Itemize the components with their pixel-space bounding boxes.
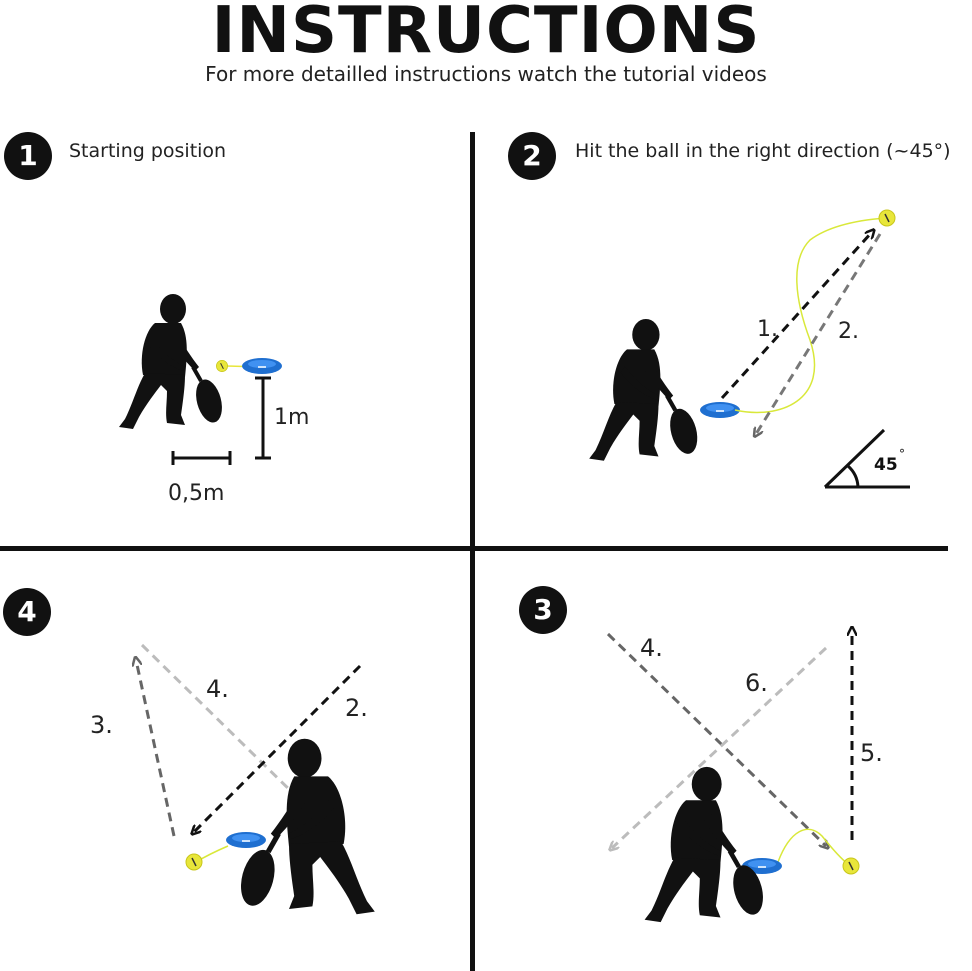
arrow-2-label: 2.: [838, 319, 859, 344]
step-2-diagram: 1. 2. 45 °: [589, 209, 910, 489]
step-1-diagram: 1m 0,5m: [117, 292, 309, 506]
arrow-4-label: 4.: [206, 675, 229, 703]
step-4-diagram: 4. 2. 3.: [90, 643, 375, 915]
height-label: 1m: [274, 405, 309, 430]
vertical-divider: [470, 132, 475, 971]
arrow-3-label: 3.: [90, 711, 113, 739]
arrow-5-label: 5.: [860, 739, 883, 767]
step-3-diagram: 4. 6. 5.: [606, 630, 883, 922]
ball-icon: [185, 853, 203, 871]
distance-label: 0,5m: [168, 481, 224, 506]
arrow-6-label: 6.: [745, 669, 768, 697]
arrow-4: [606, 632, 826, 846]
ball-icon: [215, 359, 229, 373]
training-base-icon: [699, 401, 741, 419]
horizontal-divider: [0, 546, 948, 551]
step-1-label: Starting position: [69, 140, 227, 162]
arrow-4: [140, 643, 302, 802]
arrow-4-label: 4.: [640, 634, 663, 662]
page-title: INSTRUCTIONS: [211, 0, 761, 68]
player-silhouette-icon: [645, 767, 768, 922]
arrow-2: [756, 233, 882, 434]
arrow-2: [194, 664, 362, 832]
training-base-icon: [241, 357, 283, 375]
angle-45-icon: 45 °: [823, 428, 910, 489]
step-2-badge: 2: [508, 132, 556, 180]
step-3-badge: 3: [519, 586, 567, 634]
arrow-2-label: 2.: [345, 694, 368, 722]
player-silhouette-icon: [235, 739, 374, 915]
step-4-badge: 4: [3, 588, 51, 636]
arrow-1: [720, 232, 872, 400]
step-1-badge: 1: [4, 132, 52, 180]
ball-icon: [878, 209, 896, 227]
player-silhouette-icon: [589, 319, 702, 461]
arrow-6: [612, 646, 828, 848]
angle-label: 45: [874, 455, 898, 475]
training-base-icon: [225, 831, 267, 849]
step-2-label: Hit the ball in the right direction (~45…: [575, 140, 951, 162]
arrow-1-label: 1.: [757, 317, 778, 342]
angle-degree-mark: °: [899, 447, 905, 461]
page-subtitle: For more detailled instructions watch th…: [205, 62, 767, 86]
ball-icon: [842, 857, 860, 875]
player-silhouette-icon: [117, 292, 229, 431]
arrow-3: [136, 660, 176, 837]
